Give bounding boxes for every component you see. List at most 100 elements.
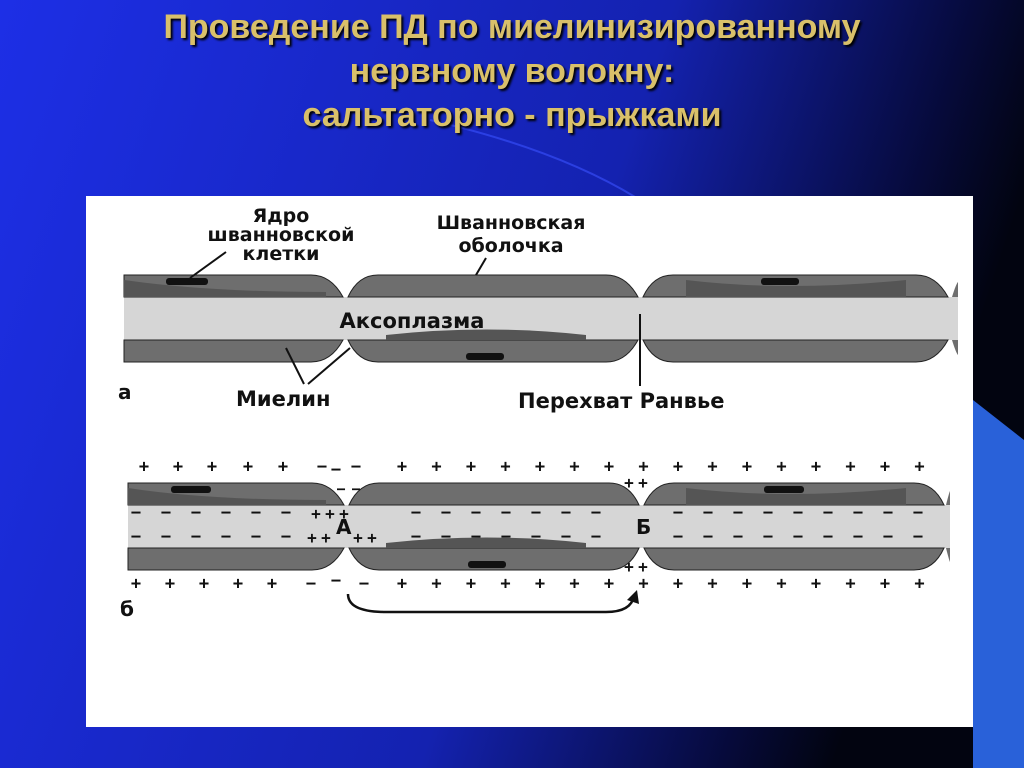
plus-sign-25: +: [165, 574, 175, 594]
minus-sign-70: −: [441, 527, 451, 547]
minus-sign-56: −: [251, 503, 261, 523]
plus-sign-2: +: [207, 457, 217, 477]
fiber-b: [127, 482, 950, 571]
panel-a-label: а: [118, 380, 132, 404]
minus-sign-51: −: [161, 527, 171, 547]
plus-sign-45: +: [845, 574, 855, 594]
minus-sign-29: −: [306, 574, 316, 594]
schwann-nucleus-a-3: [761, 278, 799, 285]
minus-sign-55: −: [221, 527, 231, 547]
minus-sign-93: −: [853, 503, 863, 523]
minus-sign-53: −: [191, 527, 201, 547]
node-a-label: А: [336, 515, 352, 539]
minus-sign-82: −: [673, 527, 683, 547]
plus-sign-65: +: [353, 528, 363, 547]
minus-sign-76: −: [531, 527, 541, 547]
nucleus-label-line-1: Ядро: [253, 205, 310, 227]
diagram-panel: Ядро шванновской клетки Шванновская обол…: [86, 196, 973, 727]
nucleus-label-line-3: клетки: [243, 243, 320, 265]
minus-sign-92: −: [823, 527, 833, 547]
plus-sign-38: +: [604, 574, 614, 594]
minus-sign-81: −: [673, 503, 683, 523]
plus-sign-41: +: [707, 574, 717, 594]
plus-sign-37: +: [569, 574, 579, 594]
plus-sign-42: +: [742, 574, 752, 594]
schwann-nucleus-b-2: [468, 561, 506, 568]
minus-sign-90: −: [793, 527, 803, 547]
schwann-nucleus-a-1: [166, 278, 208, 285]
minus-sign-5: −: [317, 457, 327, 477]
panel-b-label: б: [120, 597, 134, 621]
plus-sign-32: +: [397, 574, 407, 594]
minus-sign-68: −: [411, 527, 421, 547]
minus-sign-49: −: [131, 527, 141, 547]
minus-sign-85: −: [733, 503, 743, 523]
internode-a-2: [347, 274, 639, 363]
minus-sign-52: −: [191, 503, 201, 523]
sheath-label-line-2: оболочка: [458, 235, 563, 257]
minus-sign-97: −: [913, 503, 923, 523]
minus-sign-57: −: [251, 527, 261, 547]
plus-sign-104: +: [638, 557, 648, 576]
plus-sign-9: +: [431, 457, 441, 477]
axoplasm-label: Аксоплазма: [340, 309, 485, 333]
plus-sign-64: +: [321, 528, 331, 547]
minus-sign-74: −: [501, 527, 511, 547]
saltatory-jump-arrow: [346, 593, 636, 614]
minus-sign-71: −: [471, 503, 481, 523]
plus-sign-28: +: [267, 574, 277, 594]
minus-sign-73: −: [501, 503, 511, 523]
plus-sign-10: +: [466, 457, 476, 477]
minus-sign-7: −: [351, 457, 361, 477]
minus-sign-30: −: [331, 571, 341, 591]
plus-sign-44: +: [811, 574, 821, 594]
saltatory-jump-arrowhead: [627, 590, 639, 604]
sheath-pointer: [475, 257, 487, 276]
minus-sign-75: −: [531, 503, 541, 523]
minus-sign-87: −: [763, 503, 773, 523]
plus-sign-21: +: [845, 457, 855, 477]
minus-sign-98: −: [913, 527, 923, 547]
slide-title-line-1: Проведение ПД по миелинизированному: [163, 8, 861, 46]
internode-b-2: [348, 482, 640, 571]
minus-sign-80: −: [591, 527, 601, 547]
plus-sign-102: +: [638, 473, 648, 492]
minus-sign-100: −: [351, 480, 360, 498]
myelin-label: Миелин: [236, 387, 330, 411]
plus-sign-18: +: [742, 457, 752, 477]
minus-sign-54: −: [221, 503, 231, 523]
plus-sign-27: +: [233, 574, 243, 594]
plus-sign-33: +: [431, 574, 441, 594]
plus-sign-3: +: [243, 457, 253, 477]
plus-sign-63: +: [307, 528, 317, 547]
plus-sign-39: +: [638, 574, 648, 594]
membrane-charges: +++++−−−+++++++++++++++++++++−−−++++++++…: [131, 457, 925, 594]
fiber-a: [123, 274, 958, 363]
plus-sign-1: +: [173, 457, 183, 477]
node-of-ranvier-label: Перехват Ранвье: [518, 389, 724, 413]
plus-sign-19: +: [776, 457, 786, 477]
minus-sign-86: −: [733, 527, 743, 547]
myelinated-fiber-diagram: Ядро шванновской клетки Шванновская обол…: [118, 205, 958, 621]
plus-sign-15: +: [638, 457, 648, 477]
myelin-pointer-2: [307, 347, 351, 385]
nucleus-pointer: [189, 251, 227, 279]
minus-sign-91: −: [823, 503, 833, 523]
slide-title-line-2: нервному волокну:: [349, 52, 675, 90]
slide-title-line-3: сальтаторно - прыжками: [302, 96, 722, 134]
minus-sign-69: −: [441, 503, 451, 523]
labels-b: А Б б: [120, 515, 651, 621]
minus-sign-6: −: [331, 460, 341, 480]
plus-sign-0: +: [139, 457, 149, 477]
plus-sign-12: +: [535, 457, 545, 477]
minus-sign-78: −: [561, 527, 571, 547]
minus-sign-50: −: [161, 503, 171, 523]
plus-sign-61: +: [325, 504, 335, 523]
minus-sign-72: −: [471, 527, 481, 547]
plus-sign-60: +: [311, 504, 321, 523]
plus-sign-17: +: [707, 457, 717, 477]
sheath-label-line-1: Шванновская: [437, 212, 586, 234]
plus-sign-22: +: [880, 457, 890, 477]
plus-sign-4: +: [278, 457, 288, 477]
plus-sign-103: +: [624, 557, 634, 576]
